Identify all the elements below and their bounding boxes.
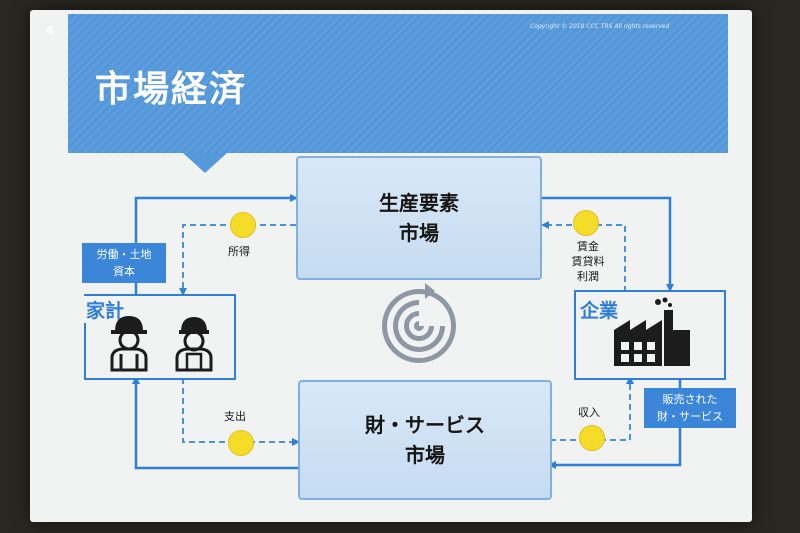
labor-land-capital-tag: 労働・土地 資本 [82,243,166,283]
revenue-label: 収入 [578,406,600,419]
wages-coin [573,210,599,236]
labor-land-line-2: 資本 [113,265,135,278]
slide-title: 市場経済 [95,69,248,110]
page-number: 4 [46,24,54,37]
profit-label: 利潤 [577,270,599,283]
rent-label: 賃貸料 [571,255,605,268]
goods-sold-line-1: 販売された [662,393,718,406]
factor-market-line-2: 市場 [399,221,439,245]
factor-market-box: 生産要素 市場 [296,156,542,280]
title-band [68,14,728,153]
goods-market-line-1: 財・サービス [365,413,485,437]
worker-cap-icon [175,317,213,372]
goods-market-box: 財・サービス 市場 [298,380,552,500]
household-label: 家計 [84,296,127,323]
flow-income [179,224,296,296]
flow-wages [541,221,626,292]
worker-helmet-icon [110,316,148,372]
flow-factor-to-firm [540,196,674,292]
copyright-text: Copyright © 2018 CCC TRS All rights rese… [530,23,670,30]
title-pointer [183,153,227,173]
expenditure-coin [228,430,254,456]
goods-sold-line-2: 財・サービス [657,410,723,423]
wages-label: 賃金 [577,240,599,253]
expenditure-label: 支出 [224,410,246,423]
flow-goods-to-household [132,376,298,470]
factory-icon [614,297,690,366]
firm-label: 企業 [578,296,621,323]
flow-revenue [550,376,634,441]
revenue-coin [579,425,605,451]
flow-expenditure [182,378,300,446]
goods-sold-tag: 販売された 財・サービス [644,388,736,428]
labor-land-line-1: 労働・土地 [96,248,152,261]
goods-market-line-2: 市場 [405,443,445,467]
factor-market-line-1: 生産要素 [379,191,459,215]
income-label: 所得 [228,245,250,258]
spiral-icon [382,283,459,363]
wages-rent-profit-label: 賃金 賃貸料 利潤 [560,239,616,284]
income-coin [230,212,256,238]
